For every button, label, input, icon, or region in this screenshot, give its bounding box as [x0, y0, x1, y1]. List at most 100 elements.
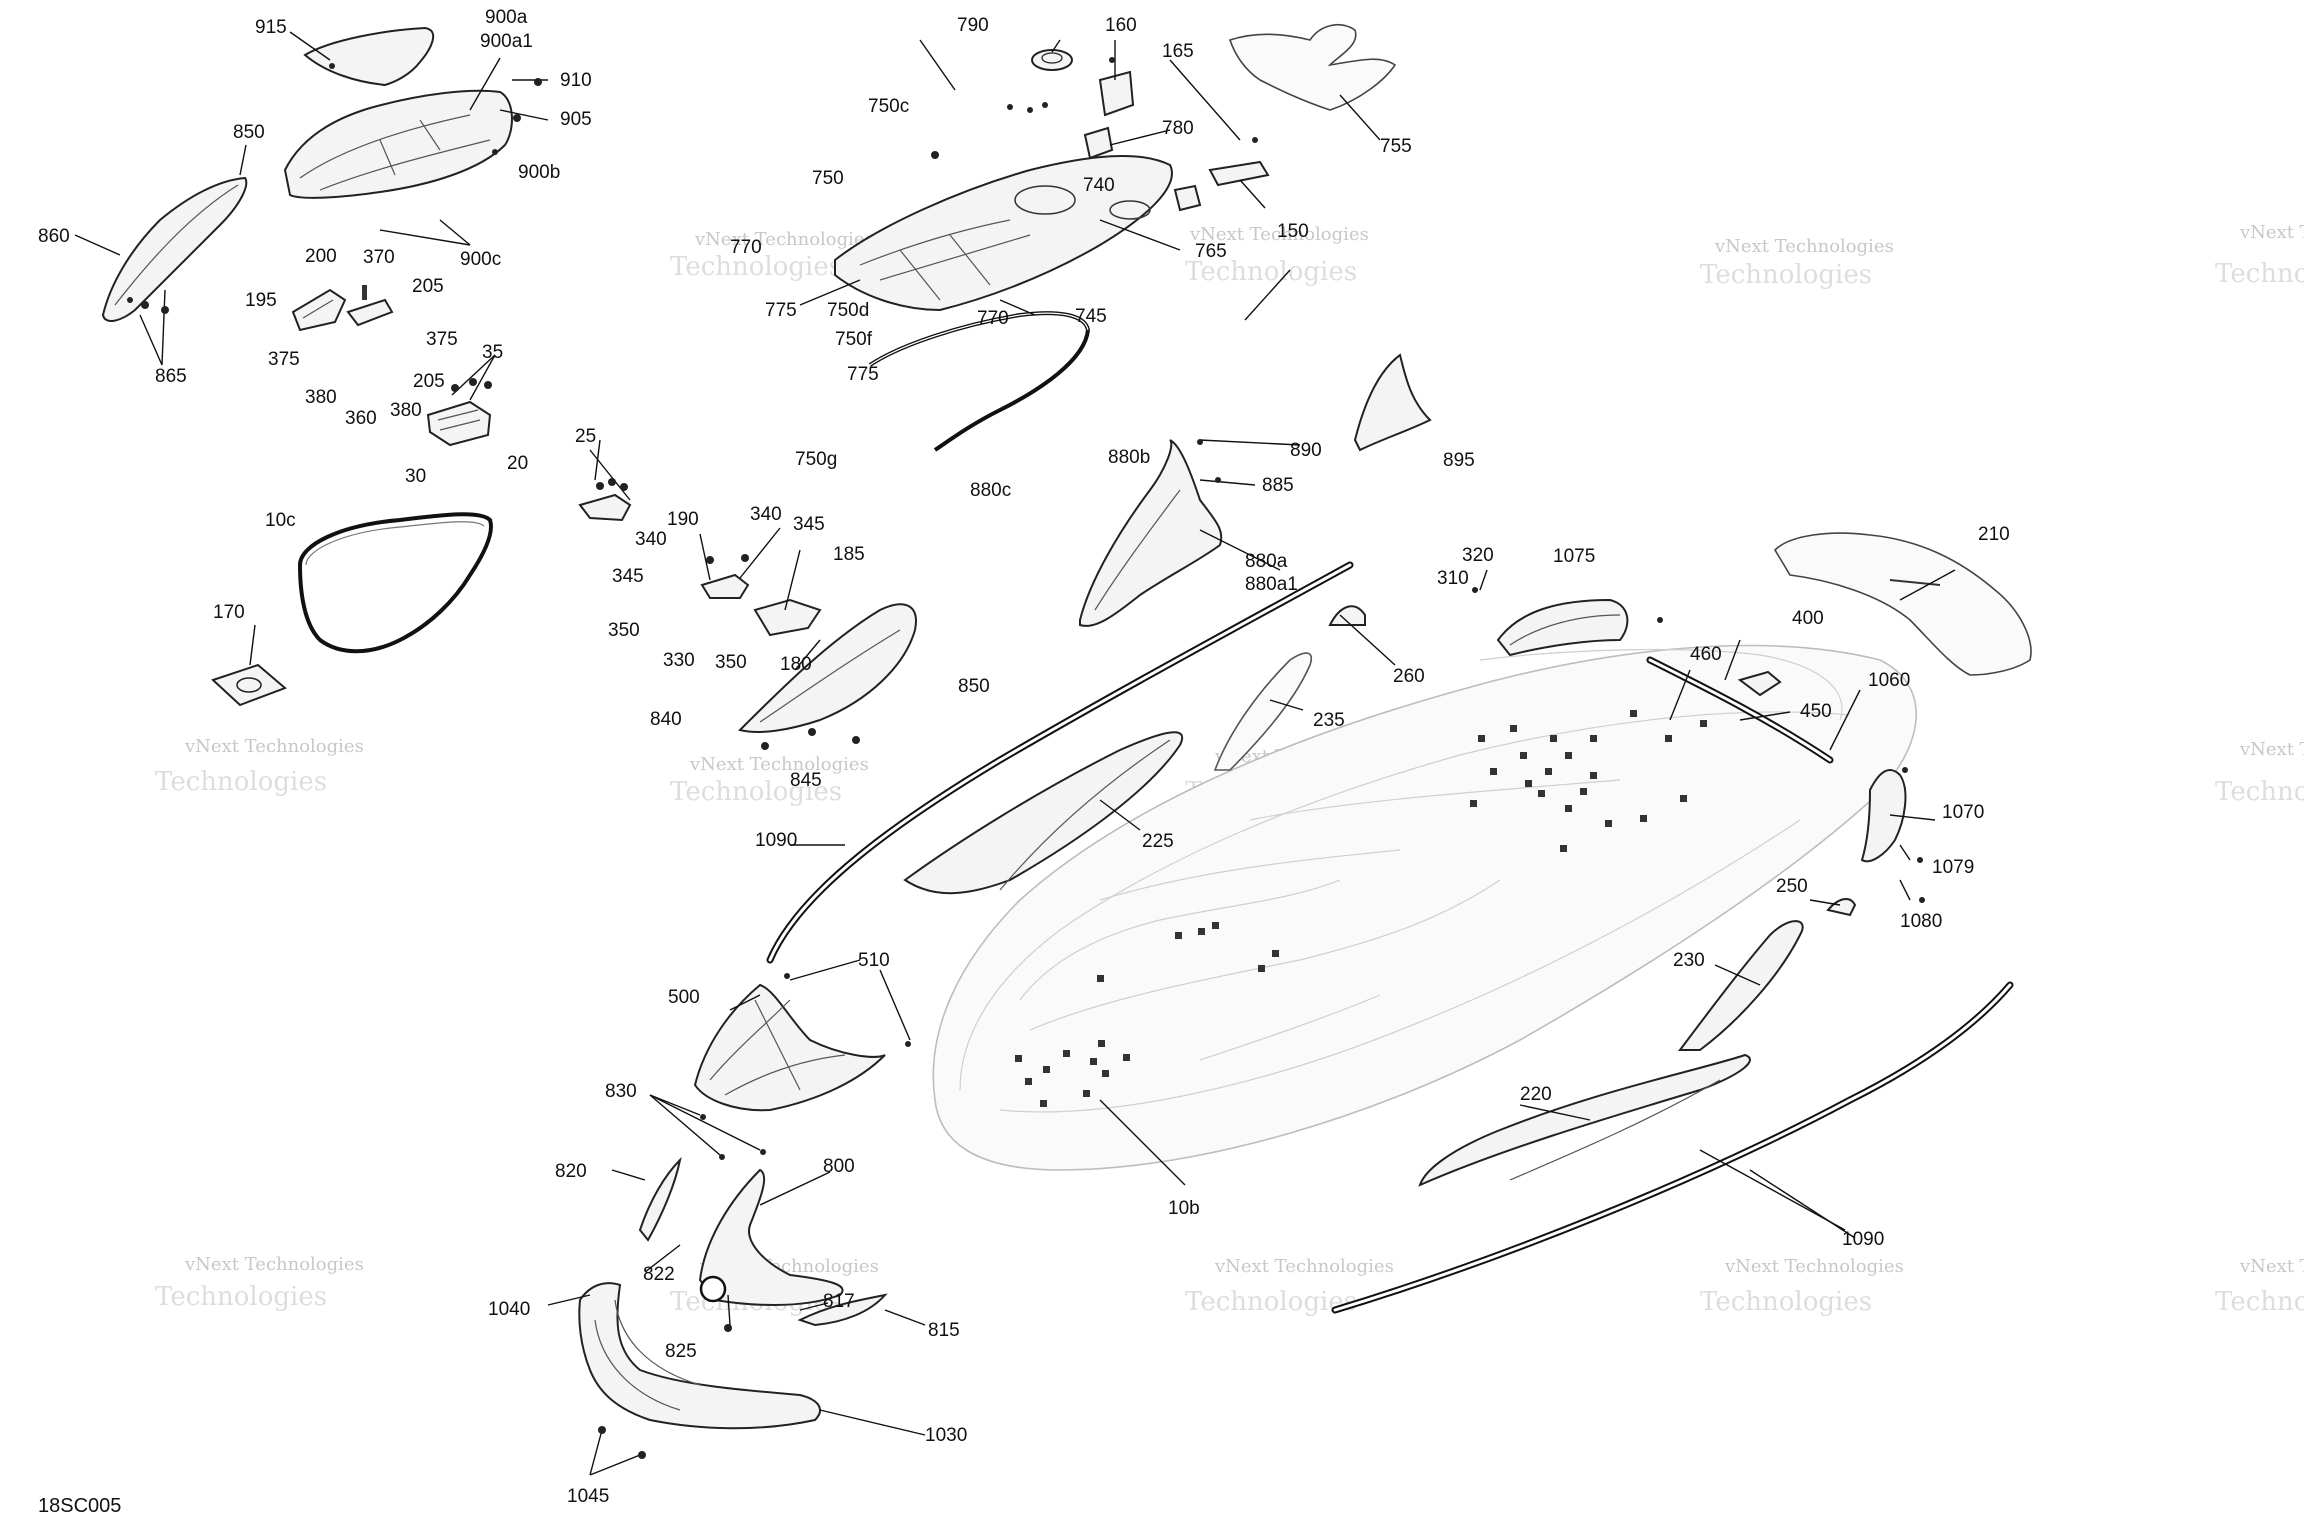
part-30-latch [426, 400, 492, 447]
callout-360: 360 [345, 408, 377, 429]
watermark-text: Technologies [1700, 1287, 1872, 1317]
callout-150: 150 [1277, 221, 1309, 242]
callout-460: 460 [1690, 644, 1722, 665]
callout-350-right: 350 [715, 652, 747, 673]
callout-260: 260 [1393, 666, 1425, 687]
watermark-text: Technologies [670, 777, 842, 807]
part-1075-rear-cover [1496, 598, 1629, 657]
callout-340-right: 340 [750, 504, 782, 525]
callout-880c: 880c [970, 480, 1011, 501]
callout-825: 825 [665, 1341, 697, 1362]
watermark-text: vNext Technologies [184, 736, 364, 757]
callout-1060: 1060 [1868, 670, 1910, 691]
callout-770-top: 770 [730, 237, 762, 258]
callout-235: 235 [1313, 710, 1345, 731]
part-210-mat [1773, 532, 2032, 676]
callout-850-mid: 850 [958, 676, 990, 697]
hull-clips [1015, 710, 1707, 1107]
watermarks: vNext Technologies Technologies vNext Te… [155, 222, 2304, 1317]
callout-895: 895 [1443, 450, 1475, 471]
callout-820: 820 [555, 1161, 587, 1182]
callout-345-left: 345 [612, 566, 644, 587]
part-880a-side-panel [1079, 439, 1223, 627]
callout-1090-lower: 1090 [1842, 1229, 1884, 1250]
watermark-text: vNext Technologies [184, 1254, 364, 1275]
callout-225: 225 [1142, 831, 1174, 852]
part-1090-lower-rub-strip [1331, 981, 2014, 1314]
part-860-side-panel [101, 176, 248, 322]
part-235-decal [1213, 652, 1312, 771]
callout-labels: 915 900a 900a1 910 905 900b 900c 850 860… [38, 7, 2010, 1507]
callout-190: 190 [667, 509, 699, 530]
callout-35: 35 [482, 342, 503, 363]
watermark: vNext Technologies Technologies [1700, 236, 1894, 290]
part-1030-front-bumper [578, 1282, 821, 1430]
callout-880b: 880b [1108, 447, 1150, 468]
callout-750g: 750g [795, 449, 837, 470]
callout-900a1: 900a1 [480, 31, 533, 52]
callout-860: 860 [38, 226, 70, 247]
watermark: vNext Technologies Technologies [670, 229, 874, 282]
callout-775-bottom: 775 [847, 364, 879, 385]
part-500-nose-cover [693, 983, 886, 1112]
fasteners [127, 57, 1925, 1459]
part-220-decal [1418, 1053, 1751, 1187]
callout-790: 790 [957, 15, 989, 36]
watermark-text: vNext Technologies [2239, 1256, 2304, 1277]
callout-900a: 900a [485, 7, 528, 28]
callout-370: 370 [363, 247, 395, 268]
watermark: vNext Technologies Technologies [1185, 224, 1369, 287]
part-20-bracket [578, 493, 632, 522]
callout-25: 25 [575, 426, 596, 447]
part-330-bracket [700, 573, 750, 599]
callout-375-right: 375 [426, 329, 458, 350]
watermark-text: vNext Technologies [2239, 739, 2304, 760]
part-840-side-cover [738, 603, 917, 733]
part-790-cap [1031, 49, 1073, 71]
part-900a-console-cover [283, 89, 513, 199]
callout-1080: 1080 [1900, 911, 1942, 932]
part-150-bracket [1208, 160, 1270, 187]
callout-170: 170 [213, 602, 245, 623]
callout-330: 330 [663, 650, 695, 671]
callout-1030: 1030 [925, 1425, 967, 1446]
part-770-seal [868, 311, 1091, 452]
callout-845: 845 [790, 770, 822, 791]
watermark-text: vNext Technologies [1214, 1256, 1394, 1277]
callout-380-right: 380 [390, 400, 422, 421]
callout-10b: 10b [1168, 1198, 1200, 1219]
callout-340-left: 340 [635, 529, 667, 550]
callout-750f: 750f [835, 329, 873, 350]
part-800-headlight-cover [698, 1168, 844, 1306]
callout-815: 815 [928, 1320, 960, 1341]
callout-750d: 750d [827, 300, 869, 321]
callout-1040: 1040 [488, 1299, 530, 1320]
part-750-storage-bin [834, 154, 1173, 312]
part-360-hinge [346, 285, 394, 327]
callout-205-top: 205 [412, 276, 444, 297]
watermark: vNext Technologies Technologies [2215, 739, 2304, 807]
callout-900b: 900b [518, 162, 560, 183]
part-170-plate [211, 663, 287, 707]
part-820-trim [638, 1156, 682, 1242]
callout-1045: 1045 [567, 1486, 609, 1507]
callout-220: 220 [1520, 1084, 1552, 1105]
part-250-cap [1826, 898, 1857, 917]
callout-200: 200 [305, 246, 337, 267]
callout-160: 160 [1105, 15, 1137, 36]
callout-165: 165 [1162, 41, 1194, 62]
callout-865: 865 [155, 366, 187, 387]
callout-345-right: 345 [793, 514, 825, 535]
callout-885: 885 [1262, 475, 1294, 496]
part-230-decal [1677, 920, 1804, 1051]
callout-210: 210 [1978, 524, 2010, 545]
callout-750c: 750c [868, 96, 909, 117]
part-160-bracket [1098, 70, 1135, 117]
callout-745: 745 [1075, 306, 1107, 327]
callout-10c: 10c [265, 510, 296, 531]
callout-195: 195 [245, 290, 277, 311]
watermark: vNext Technologies Technologies [155, 736, 364, 797]
callout-905: 905 [560, 109, 592, 130]
watermark-text: Technologies [1700, 260, 1872, 290]
